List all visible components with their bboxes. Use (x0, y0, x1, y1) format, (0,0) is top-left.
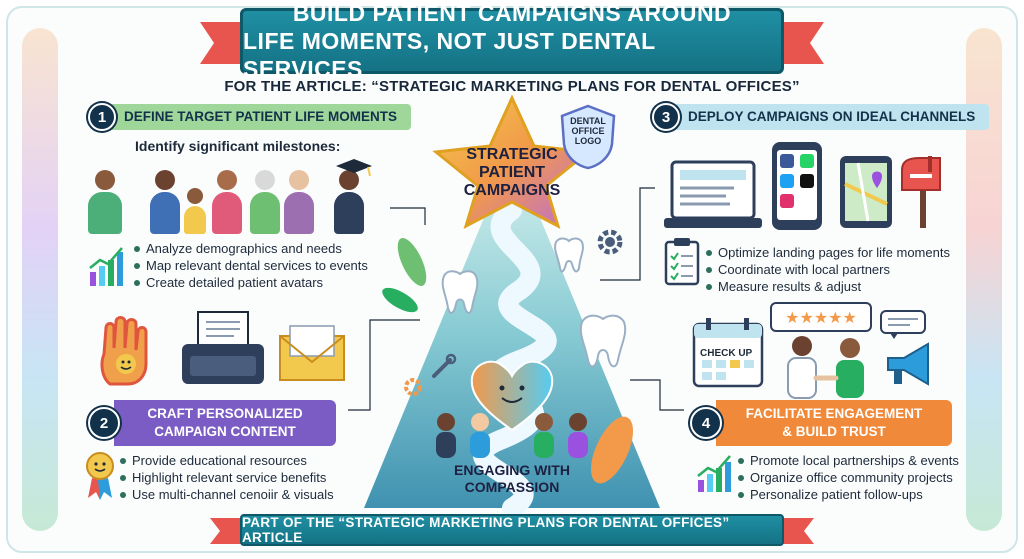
subtitle: FOR THE ARTICLE: “STRATEGIC MARKETING PL… (224, 78, 800, 95)
hand-icon (100, 316, 148, 386)
pregnant-woman-figure (88, 170, 122, 234)
left-ribbon (22, 28, 58, 531)
rating-stars-card: ★★★★★ (770, 302, 872, 332)
megaphone-icon (887, 342, 929, 386)
mailbox-icon (901, 156, 941, 228)
step-3-bullets: Optimize landing pages for life moments … (704, 244, 950, 295)
step-2-number: 2 (88, 407, 120, 439)
step-1-bullet: Analyze demographics and needs (132, 240, 368, 257)
envelope-icon (279, 325, 345, 381)
speech-bubble-icon (880, 310, 926, 339)
center-bottom-title: ENGAGING WITH COMPASSION (424, 462, 600, 496)
step-4-banner: 4 FACILITATE ENGAGEMENT & BUILD TRUST (690, 398, 952, 448)
heart-icon (470, 360, 554, 432)
tooth-icon (579, 314, 627, 368)
step-2-label-line-1: CRAFT PERSONALIZED (147, 406, 303, 421)
center-title-line-1: STRATEGIC (466, 146, 558, 163)
senior-woman-figure (250, 170, 280, 234)
center-title-line-3: CAMPAIGNS (463, 182, 561, 199)
step-4-bullets: Promote local partnerships & events Orga… (736, 452, 959, 503)
family-figure-child (184, 188, 206, 234)
footer-banner: PART OF THE “STRATEGIC MARKETING PLANS F… (240, 514, 784, 546)
family-figure-father (150, 170, 180, 234)
family-figure-mother (212, 170, 242, 234)
step-4-bullet: Promote local partnerships & events (736, 452, 959, 469)
center-title-line-2: PATIENT (478, 164, 546, 181)
center-bottom-title-line-2: COMPASSION (464, 479, 560, 495)
step-2-bullet: Provide educational resources (118, 452, 334, 469)
step-4-bullet: Personalize patient follow-ups (736, 486, 959, 503)
step-3-label: DEPLOY CAMPAIGNS ON IDEAL CHANNELS (674, 104, 990, 130)
step-1-number: 1 (88, 103, 116, 131)
laptop-icon (664, 160, 762, 228)
step-2-bullets: Provide educational resources Highlight … (118, 452, 334, 503)
life-moments-people-illustration (88, 158, 388, 234)
title-line-1: BUILD PATIENT CAMPAIGNS AROUND (292, 0, 732, 26)
svg-text:★★★★★: ★★★★★ (785, 308, 857, 327)
step-3-bullet: Coordinate with local partners (704, 261, 950, 278)
step-1-bullets: Analyze demographics and needs Map relev… (132, 240, 368, 291)
step-3-banner: 3 DEPLOY CAMPAIGNS ON IDEAL CHANNELS (652, 102, 990, 132)
smiley-medal-icon (86, 452, 114, 500)
step-2-label-line-2: CAMPAIGN CONTENT (154, 424, 296, 439)
step-2-banner: 2 CRAFT PERSONALIZED CAMPAIGN CONTENT (88, 398, 336, 448)
step-1-banner: 1 DEFINE TARGET PATIENT LIFE MOMENTS (88, 102, 411, 132)
graduate-figure (334, 170, 364, 234)
step-2-label: CRAFT PERSONALIZED CAMPAIGN CONTENT (114, 400, 336, 446)
title-ribbon-tails (200, 22, 824, 64)
step-3-number: 3 (652, 103, 680, 131)
step-1-label: DEFINE TARGET PATIENT LIFE MOMENTS (110, 104, 411, 130)
center-title: STRATEGIC PATIENT CAMPAIGNS (447, 146, 577, 200)
gear-icon (404, 378, 422, 396)
step-1-bullet: Create detailed patient avatars (132, 274, 368, 291)
step-4-label-line-1: FACILITATE ENGAGEMENT (745, 406, 923, 421)
title-banner: BUILD PATIENT CAMPAIGNS AROUND LIFE MOME… (240, 0, 784, 82)
gear-icon (597, 229, 623, 255)
community-people-illustration (436, 413, 588, 458)
step-4-bullet: Organize office community projects (736, 469, 959, 486)
milestones-intro: Identify significant milestones: (135, 138, 341, 154)
footer-text: PART OF THE “STRATEGIC MARKETING PLANS F… (242, 515, 730, 545)
step-4-label-line-2: & BUILD TRUST (782, 424, 886, 439)
chart-icon (89, 247, 123, 286)
check-up-label: CHECK UP (700, 348, 753, 359)
dentist-and-patient-illustration (787, 336, 864, 399)
wrench-icon (432, 353, 457, 378)
step-1-bullet: Map relevant dental services to events (132, 257, 368, 274)
step-4-label: FACILITATE ENGAGEMENT & BUILD TRUST (716, 400, 952, 446)
clipboard-icon (664, 238, 700, 286)
dental-office-logo-text: DENTAL OFFICE LOGO (570, 116, 606, 146)
center-bottom-title-line-1: ENGAGING WITH (454, 462, 570, 478)
dental-office-logo-badge (560, 104, 616, 170)
step-4-number: 4 (690, 407, 722, 439)
chart-icon (697, 455, 731, 492)
tooth-icon (441, 270, 479, 314)
tooth-icon (554, 237, 584, 273)
step-2-bullet: Highlight relevant service benefits (118, 469, 334, 486)
step-2-bullet: Use multi-channel cenoiir & visuals (118, 486, 334, 503)
step-3-bullet: Measure results & adjust (704, 278, 950, 295)
senior-man-figure (284, 170, 314, 234)
phone-icon (772, 142, 822, 230)
step-3-bullet: Optimize landing pages for life moments (704, 244, 950, 261)
typewriter-icon (182, 311, 264, 384)
title-line-2: LIFE MOMENTS, NOT JUST DENTAL SERVICES (243, 28, 656, 82)
graduation-cap-icon (336, 159, 372, 177)
map-icon (840, 156, 892, 228)
calendar-icon (692, 318, 764, 388)
